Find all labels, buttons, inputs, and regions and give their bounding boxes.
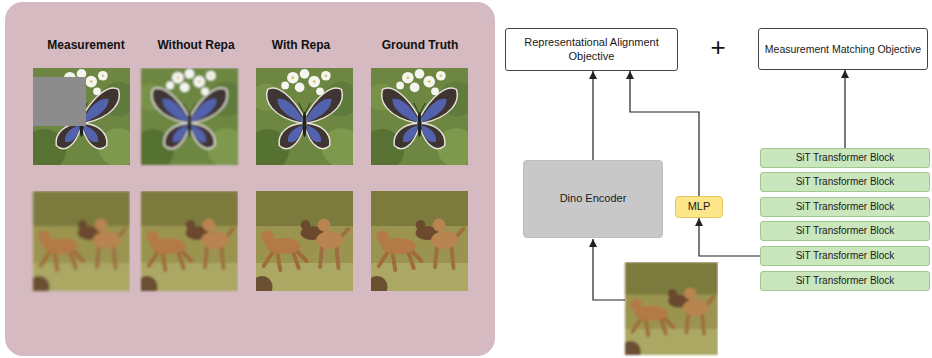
transformer-block: SiT Transformer Block <box>760 172 930 192</box>
arrow-connector <box>699 218 760 256</box>
box-label: MLP <box>688 200 711 213</box>
dogs-ground-truth <box>366 191 468 298</box>
arrow-connector <box>844 70 845 148</box>
mlp-box: MLP <box>675 196 723 218</box>
dogs-measurement <box>28 191 130 298</box>
results-panel: Measurement Without Repa With Repa Ground T… <box>5 2 495 356</box>
transformer-block: SiT Transformer Block <box>760 271 930 291</box>
objective-box: Representational Alignment Objective <box>505 28 678 71</box>
encoder-box: Dino Encoder <box>523 160 663 238</box>
butterfly-with-repa <box>246 68 360 172</box>
dogs-with-repa <box>251 191 353 298</box>
input-image <box>620 262 718 358</box>
input-arrow <box>593 239 625 300</box>
column-header: Without Repa <box>157 38 234 52</box>
box-label: SiT Transformer Block <box>796 275 895 287</box>
box-label: Dino Encoder <box>560 192 627 205</box>
box-label: SiT Transformer Block <box>796 176 895 188</box>
transformer-block: SiT Transformer Block <box>760 246 930 266</box>
objective-box: Measurement Matching Objective <box>758 28 928 70</box>
transformer-block: SiT Transformer Block <box>760 221 930 241</box>
box-label: SiT Transformer Block <box>796 201 895 213</box>
dogs-without-repa <box>136 191 238 298</box>
butterfly-without-repa <box>131 68 245 172</box>
box-label: Representational Alignment Objective <box>511 36 672 62</box>
plus-sign: + <box>710 32 725 63</box>
transformer-block: SiT Transformer Block <box>760 197 930 217</box>
box-label: SiT Transformer Block <box>796 225 895 237</box>
column-header: With Repa <box>272 38 331 52</box>
mask-square <box>33 77 86 126</box>
butterfly-ground-truth <box>361 68 475 172</box>
results-panel-ground <box>5 2 495 356</box>
column-header: Measurement <box>47 38 124 52</box>
box-label: Measurement Matching Objective <box>765 43 921 56</box>
transformer-block: SiT Transformer Block <box>760 148 930 168</box>
butterfly-measurement <box>23 68 137 172</box>
column-header: Ground Truth <box>382 38 459 52</box>
box-label: SiT Transformer Block <box>796 152 895 164</box>
box-label: SiT Transformer Block <box>796 250 895 262</box>
arrow-connector <box>592 71 593 160</box>
